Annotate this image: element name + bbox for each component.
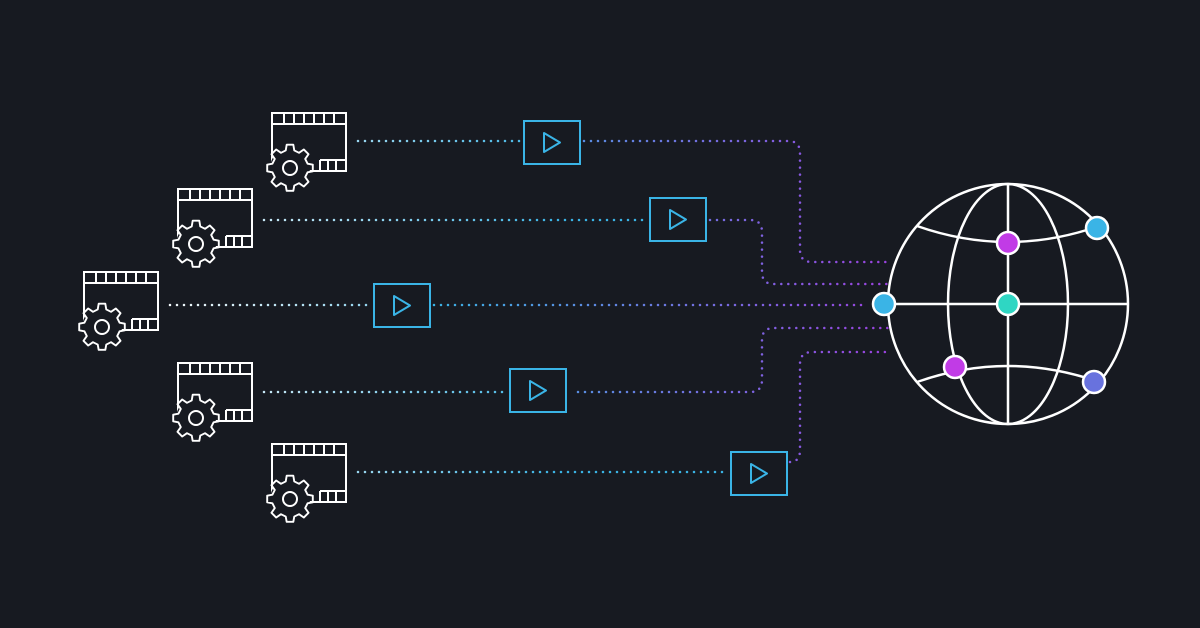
connector-out-1 bbox=[582, 139, 890, 264]
source-connectors bbox=[168, 139, 730, 474]
play-box-icon bbox=[730, 451, 788, 496]
source-video-2 bbox=[172, 188, 253, 268]
node-north bbox=[995, 230, 1021, 256]
globe-connectors bbox=[432, 139, 890, 464]
film-gear-icon bbox=[78, 271, 159, 351]
video-stream-2 bbox=[649, 197, 707, 242]
video-stream-5 bbox=[730, 451, 788, 496]
film-gear-icon bbox=[172, 362, 253, 442]
video-stream-4 bbox=[509, 368, 567, 413]
play-box-icon bbox=[523, 120, 581, 165]
play-box-icon bbox=[509, 368, 567, 413]
source-video-3 bbox=[78, 271, 159, 351]
film-gear-icon bbox=[172, 188, 253, 268]
film-gear-icon bbox=[266, 112, 347, 192]
source-video-5 bbox=[266, 443, 347, 523]
connector-out-4 bbox=[576, 326, 890, 394]
video-stream-3 bbox=[373, 283, 431, 328]
source-video-1 bbox=[266, 112, 347, 192]
node-southeast bbox=[1081, 369, 1107, 395]
play-box-icon bbox=[373, 283, 431, 328]
source-video-4 bbox=[172, 362, 253, 442]
globe-nodes bbox=[871, 215, 1110, 395]
film-gear-icon bbox=[266, 443, 347, 523]
node-west bbox=[871, 291, 897, 317]
node-center bbox=[995, 291, 1021, 317]
play-box-icon bbox=[649, 197, 707, 242]
connector-out-5 bbox=[788, 350, 890, 464]
node-northeast bbox=[1084, 215, 1110, 241]
node-south bbox=[942, 354, 968, 380]
video-stream-1 bbox=[523, 120, 581, 165]
